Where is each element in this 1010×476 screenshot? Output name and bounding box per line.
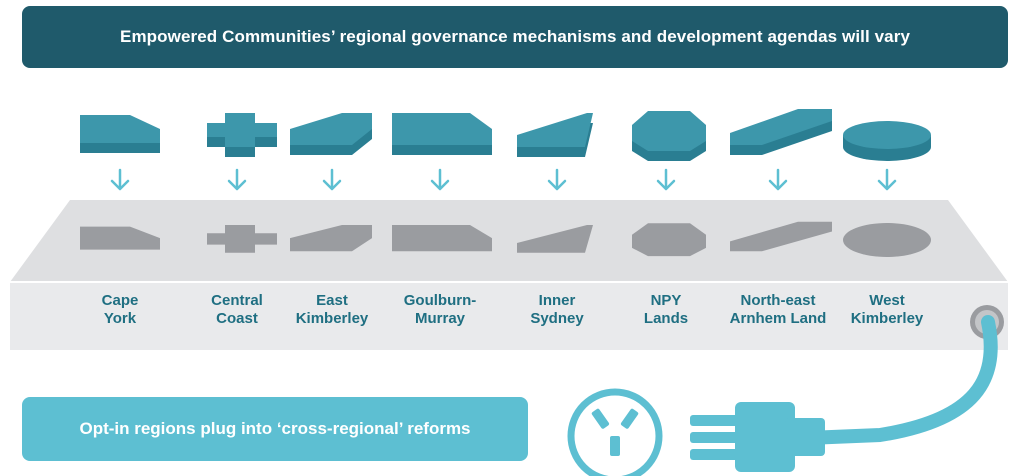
region-label-line2: Sydney <box>530 310 584 327</box>
region-label-line1: East <box>316 292 348 309</box>
region-shape-inner-sydney <box>517 113 593 157</box>
region-shape-goulburn-murray <box>392 113 492 155</box>
strip-socket-cape-york <box>80 226 160 250</box>
region-shape-npy-lands <box>632 111 706 161</box>
strip-socket-goulburn-murray <box>392 225 492 252</box>
region-label-line2: Kimberley <box>850 310 924 327</box>
region-label-line1: NPY <box>650 292 682 309</box>
strip-socket-east-kimberley <box>290 225 372 252</box>
region-shape-east-kimberley <box>290 113 372 155</box>
strip-socket-north-east-arnhem-land <box>730 221 832 252</box>
callout-banner: Opt-in regions plug into ‘cross-regional… <box>22 397 528 461</box>
region-shape-north-east-arnhem-land <box>730 109 832 155</box>
down-arrow-icon <box>322 168 342 191</box>
header-banner: Empowered Communities’ regional governan… <box>22 6 1008 68</box>
region-label-line1: Central <box>211 292 263 309</box>
region-shape-cape-york <box>80 115 160 153</box>
power-socket-icon <box>567 388 663 476</box>
region-shape-central-coast <box>207 113 277 157</box>
down-arrow-icon <box>547 168 567 191</box>
callout-text: Opt-in regions plug into ‘cross-regional… <box>79 419 471 438</box>
strip-socket-west-kimberley <box>843 223 931 257</box>
down-arrow-icon <box>656 168 676 191</box>
down-arrow-icon <box>877 168 897 191</box>
strip-socket-npy-lands <box>632 223 706 257</box>
down-arrow-icon <box>227 168 247 191</box>
down-arrow-icon <box>430 168 450 191</box>
region-label-goulburn-murray: Goulburn-Murray <box>380 292 500 328</box>
region-label-line2: Murray <box>414 310 466 327</box>
down-arrow-icon <box>768 168 788 191</box>
strip-front-face <box>10 282 1008 350</box>
plug-cable <box>753 315 998 447</box>
region-label-line1: Cape <box>101 292 139 309</box>
region-label-line1: Inner <box>538 292 576 309</box>
strip-socket-central-coast <box>207 225 277 253</box>
region-label-line1: West <box>869 292 905 309</box>
banner-title: Empowered Communities’ regional governan… <box>120 27 910 46</box>
strip-socket-inner-sydney <box>517 225 593 253</box>
region-label-line1: North-east <box>740 292 816 309</box>
plug-icon <box>690 402 825 472</box>
region-shape-west-kimberley <box>843 121 931 161</box>
region-label-line1: Goulburn- <box>403 292 477 309</box>
strip-top-face <box>10 200 1008 282</box>
region-label-line2: Kimberley <box>295 310 369 327</box>
region-label-line2: Coast <box>216 310 258 327</box>
region-label-line2: York <box>103 310 137 327</box>
region-label-line2: Arnhem Land <box>729 310 827 327</box>
down-arrow-icon <box>110 168 130 191</box>
region-label-line2: Lands <box>643 310 689 327</box>
